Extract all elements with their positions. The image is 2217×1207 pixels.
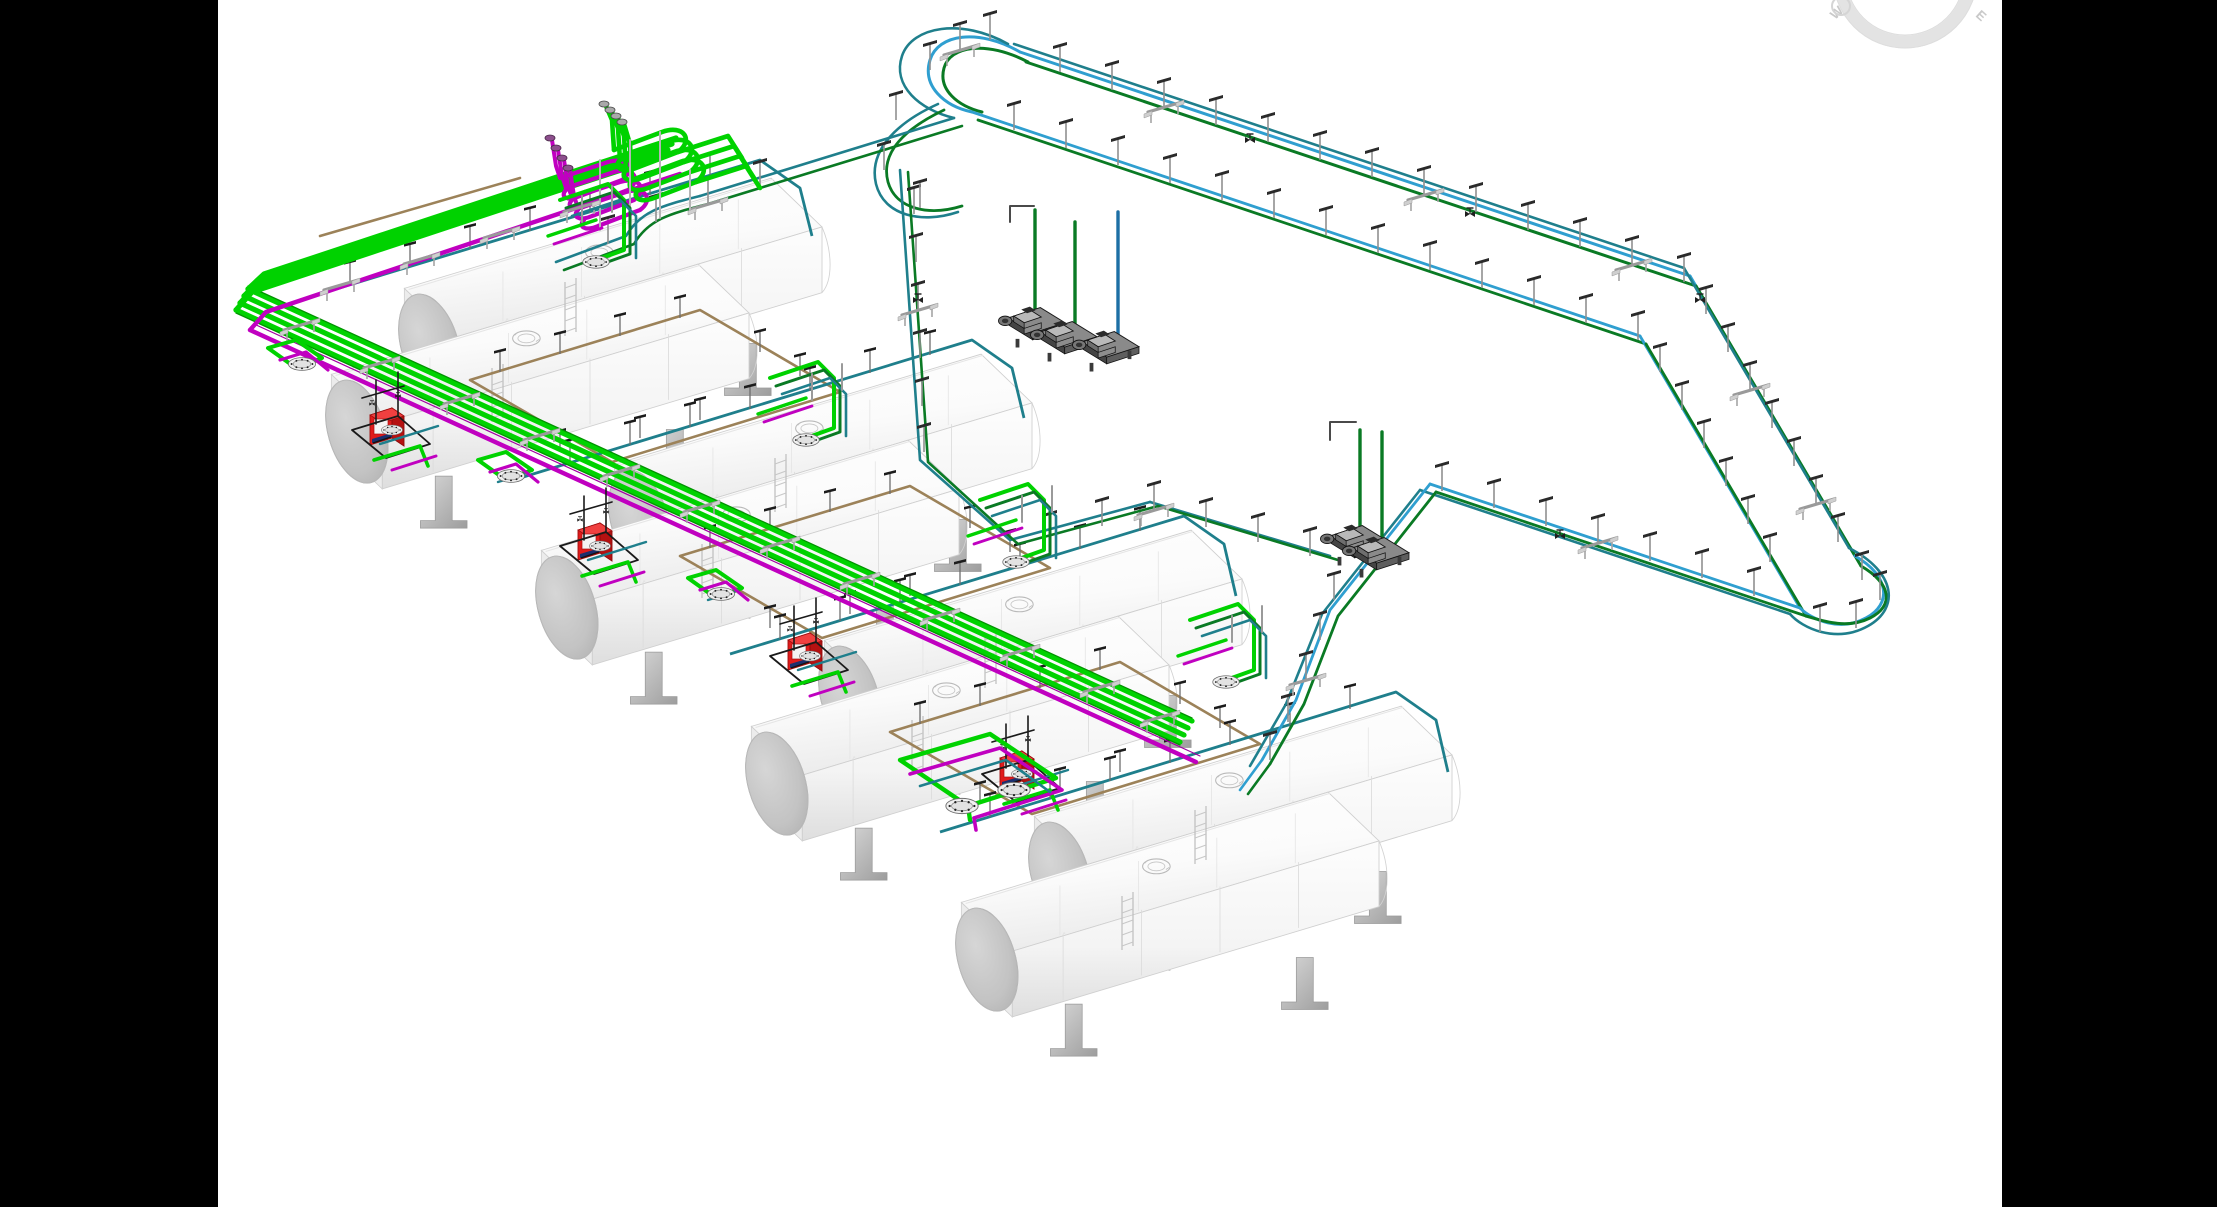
letterbox-bar-left — [0, 0, 218, 1207]
home-view-icon[interactable] — [1831, 0, 1851, 16]
pump-packages[interactable] — [998, 306, 1410, 578]
tank-nozzle-flange — [381, 424, 403, 436]
model-viewport[interactable]: W E — [218, 0, 2002, 1207]
riser-supports — [581, 185, 1263, 643]
tank-nozzle-flange — [589, 540, 611, 552]
rack-north-loop[interactable] — [873, 27, 1030, 219]
3d-model-scene[interactable] — [218, 0, 2002, 1207]
tank-riser-packages[interactable] — [546, 182, 1268, 686]
manifold-skid[interactable] — [559, 487, 648, 588]
manifold-skid[interactable] — [351, 371, 440, 472]
teal-line-supports — [349, 153, 1351, 817]
compass-label-e: E — [1973, 7, 1990, 24]
loading-manifold-bundle[interactable] — [544, 100, 763, 231]
instrument-line-supports — [499, 296, 1221, 804]
viewcube-navigation-widget[interactable]: W E — [1811, 0, 1999, 52]
compass-ring[interactable] — [1833, 0, 1977, 49]
tank-nozzle-flange — [799, 650, 821, 662]
rack-east-loop[interactable] — [1788, 546, 1891, 636]
main-pipe-rack[interactable] — [554, 27, 1891, 796]
manifold-skid[interactable] — [769, 597, 858, 698]
letterbox-bar-right — [2002, 0, 2217, 1207]
